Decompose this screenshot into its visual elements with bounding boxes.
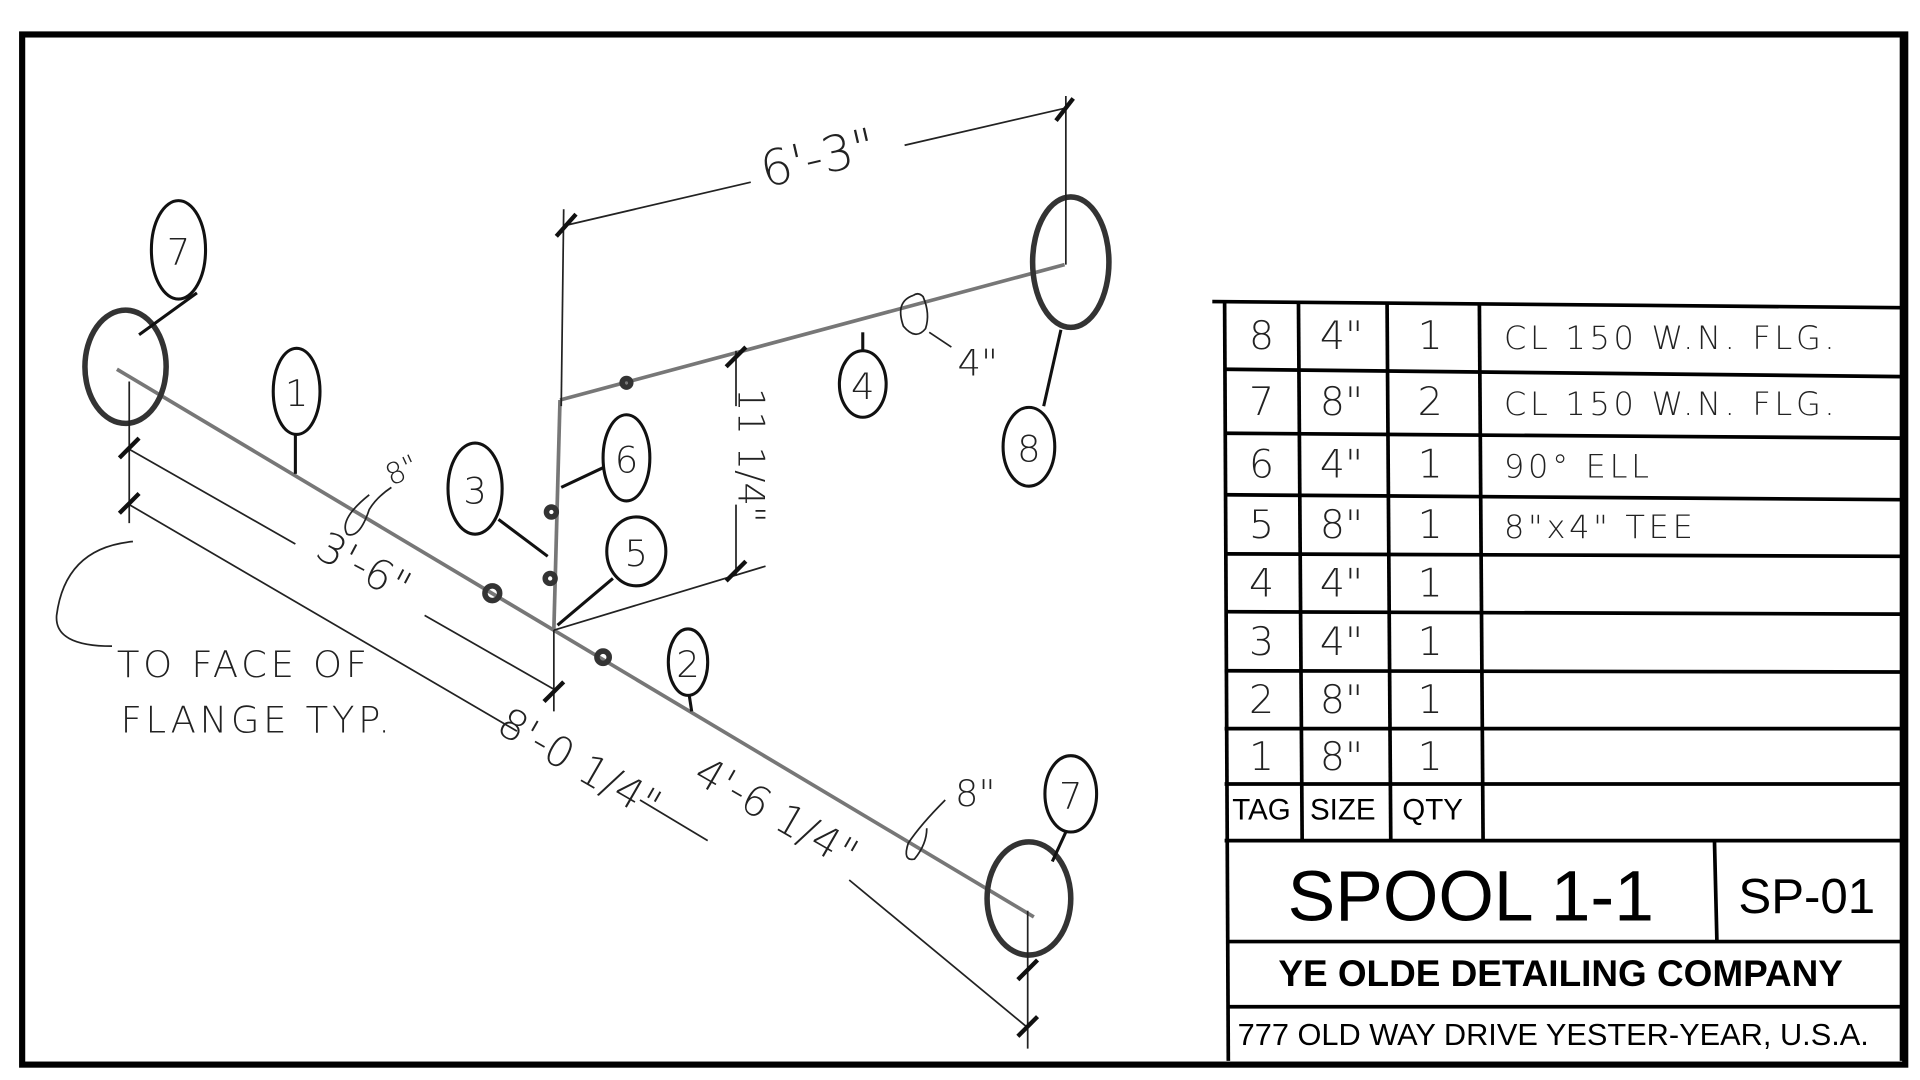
- bom-size: 8": [1320, 502, 1363, 548]
- bom-row: 3 4" 1: [1249, 619, 1443, 665]
- header-qty: QTY: [1402, 794, 1463, 827]
- weld-dot: [542, 570, 558, 587]
- bom-size: 8": [1320, 677, 1363, 723]
- dimension-lines: [128, 96, 1067, 1049]
- bom-size: 4": [1320, 313, 1363, 359]
- bom-qty: 1: [1418, 560, 1443, 606]
- note-leader: [55, 540, 134, 648]
- bom-row: 5 8" 1 8"x4" TEE: [1249, 502, 1696, 548]
- flange-7-right: [984, 839, 1074, 958]
- bom-size: 4": [1320, 619, 1363, 665]
- weld-dot: [594, 648, 612, 667]
- flange-7-left: [82, 307, 169, 427]
- bom-tag: 7: [1249, 379, 1274, 425]
- pipe-runs: [115, 262, 1066, 919]
- sheet-border: [19, 31, 1909, 1068]
- dim-6ft-3in: 6'-3": [755, 116, 882, 199]
- company-name: YE OLDE DETAILING COMPANY: [1278, 953, 1843, 994]
- branch-pipe-4in: [559, 262, 1066, 402]
- balloon-8: 8: [1017, 428, 1040, 471]
- weld-dot: [543, 504, 560, 520]
- bom-desc: 8"x4" TEE: [1504, 508, 1696, 546]
- bom-qty: 1: [1418, 619, 1443, 665]
- balloon-3: 3: [463, 469, 486, 512]
- bom-size: 8": [1320, 379, 1363, 425]
- balloon-7-right: 7: [1059, 775, 1082, 818]
- item-balloons: 7 1 3 6 5 2 4 8 7: [149, 199, 1099, 834]
- bom-row: 2 8" 1: [1249, 677, 1443, 723]
- dimension-ticks: [117, 97, 1075, 1038]
- bom-qty: 1: [1418, 677, 1443, 723]
- balloon-6: 6: [615, 439, 638, 482]
- balloon-5: 5: [625, 532, 648, 575]
- dim-3ft-6in: 3'-6": [309, 522, 419, 612]
- bom-size: 4": [1320, 560, 1363, 606]
- bom-desc: CL 150 W.N. FLG.: [1504, 319, 1838, 357]
- balloon-1: 1: [285, 372, 308, 415]
- bom-tag: 8: [1249, 313, 1274, 359]
- size-callout-8in: 8": [380, 448, 424, 492]
- drawing-number: SP-01: [1738, 869, 1875, 924]
- size-callout-4in: 4": [958, 341, 998, 384]
- dim-8ft-0-1-4in: 8'-0 1/4": [490, 698, 670, 830]
- header-tag: TAG: [1232, 794, 1290, 827]
- weld-dot: [482, 583, 503, 604]
- dim-4ft-6-1-4in: 4'-6 1/4": [686, 747, 866, 879]
- title-block: SPOOL 1-1 SP-01 YE OLDE DETAILING COMPAN…: [1238, 857, 1876, 1052]
- spool-title: SPOOL 1-1: [1288, 857, 1654, 937]
- size-callout-8in-right: 8": [955, 772, 995, 815]
- bom-size: 8": [1320, 734, 1363, 780]
- bom-desc: 90° ELL: [1504, 448, 1653, 486]
- bill-of-materials: 8 4" 1 CL 150 W.N. FLG. 7 8" 2 CL 150 W.N. FLG.…: [1212, 36, 1904, 1061]
- bom-qty: 1: [1418, 442, 1443, 488]
- note-line-1: TO FACE OF: [117, 643, 371, 686]
- bom-size: 4": [1320, 442, 1363, 488]
- bom-tag: 2: [1249, 677, 1274, 723]
- bom-desc: CL 150 W.N. FLG.: [1504, 385, 1838, 423]
- bom-row: 8 4" 1 CL 150 W.N. FLG.: [1249, 313, 1838, 359]
- weld-dot: [619, 375, 634, 390]
- balloon-leaders: [138, 291, 1068, 863]
- company-address: 777 OLD WAY DRIVE YESTER-YEAR, U.S.A.: [1238, 1017, 1869, 1052]
- balloon-4: 4: [851, 365, 874, 408]
- bom-qty: 1: [1418, 313, 1443, 359]
- header-size: SIZE: [1310, 794, 1376, 827]
- bom-tag: 5: [1249, 502, 1274, 548]
- bom-tag: 1: [1249, 734, 1274, 780]
- bom-tag: 4: [1249, 560, 1274, 606]
- bom-tag: 6: [1249, 442, 1274, 488]
- bom-row: 7 8" 2 CL 150 W.N. FLG.: [1249, 379, 1838, 425]
- bom-row: 1 8" 1: [1249, 734, 1443, 780]
- main-pipe-8in: [115, 367, 1035, 919]
- balloon-7: 7: [167, 231, 190, 274]
- bom-qty: 1: [1418, 734, 1443, 780]
- flange-8: [1029, 194, 1112, 331]
- bom-tag: 3: [1249, 619, 1274, 665]
- bom-qty: 1: [1418, 502, 1443, 548]
- dim-11-1-4in: 11 1/4": [729, 388, 772, 523]
- note-line-2: FLANGE TYP.: [121, 698, 394, 741]
- bom-row: 4 4" 1: [1249, 560, 1443, 606]
- bom-qty: 2: [1418, 379, 1443, 425]
- balloon-2: 2: [676, 643, 699, 686]
- bom-row: 6 4" 1 90° ELL: [1249, 442, 1653, 488]
